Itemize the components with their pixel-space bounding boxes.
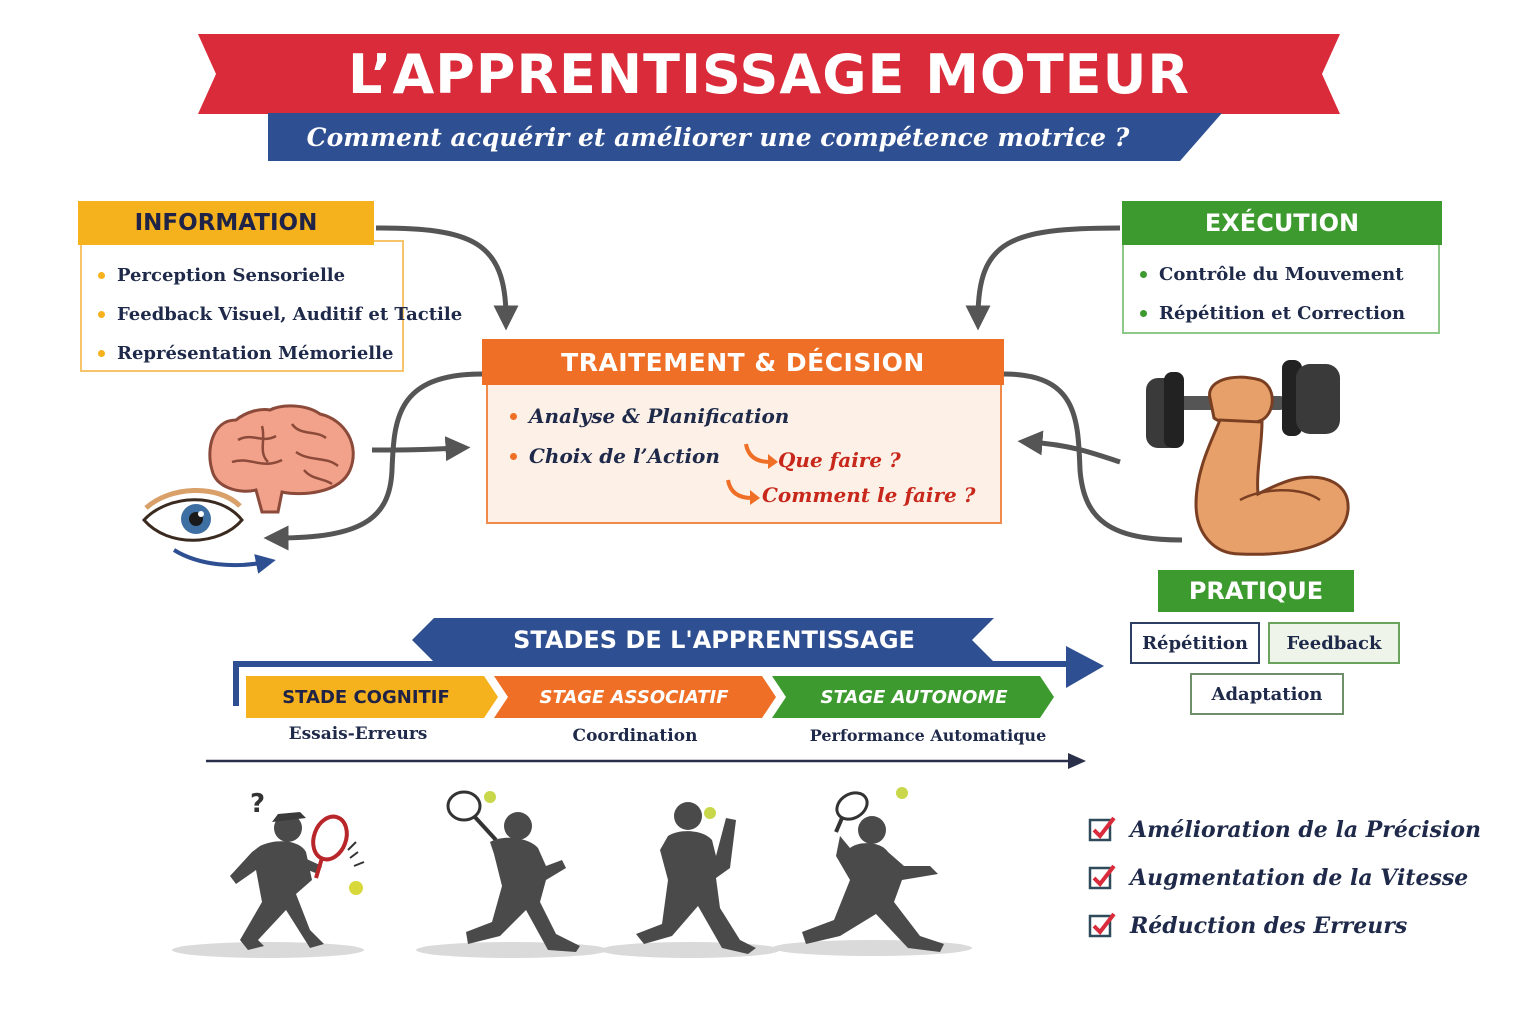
trait-to-eye-arrow xyxy=(263,371,483,551)
traitement-title: TRAITEMENT & DÉCISION xyxy=(482,339,1004,385)
checkbox-checked-icon xyxy=(1088,864,1116,890)
brain-to-trait-arrow xyxy=(371,436,471,462)
list-item: Répétition et Correction xyxy=(1140,294,1405,333)
list-item: Représentation Mémorielle xyxy=(98,334,462,373)
svg-text:?: ? xyxy=(250,789,265,819)
list-item: Augmentation de la Vitesse xyxy=(1088,854,1481,902)
list-item: Feedback Visuel, Auditif et Tactile xyxy=(98,295,462,334)
stage-autonome-sub: Performance Automatique xyxy=(809,726,1047,745)
list-item: Analyse & Planification xyxy=(510,396,789,436)
information-box xyxy=(80,240,404,372)
list-item: Contrôle du Mouvement xyxy=(1140,255,1405,294)
bullet-icon xyxy=(510,452,517,460)
bullet-icon xyxy=(1140,310,1147,317)
stage-autonome-label: STAGE AUTONOME xyxy=(820,686,1008,708)
stage-associatif-sub: Coordination xyxy=(572,726,698,746)
stage-cognitif-shape xyxy=(246,676,498,718)
bullet-icon xyxy=(98,350,105,357)
player-cognitive-illustration: ? xyxy=(230,789,365,950)
pratique-title: PRATIQUE xyxy=(1158,570,1354,612)
list-item: Perception Sensorielle xyxy=(98,256,462,295)
trait-to-muscle-arrow xyxy=(1003,371,1183,543)
checkbox-checked-icon xyxy=(1088,912,1116,938)
traitement-box xyxy=(486,380,1002,524)
bullet-icon xyxy=(98,272,105,279)
subtitle-ribbon xyxy=(268,113,1222,161)
checkbox-checked-icon xyxy=(1088,816,1116,842)
muscle-to-trait-arrow xyxy=(1017,430,1121,465)
stage-cognitif-label: STADE COGNITIF xyxy=(282,686,450,708)
muscle-illustration xyxy=(1146,360,1350,556)
info-to-trait-arrow xyxy=(375,225,519,331)
page-title: L’APPRENTISSAGE MOTEUR xyxy=(348,42,1190,106)
bullet-icon xyxy=(1140,271,1147,278)
question-arrow-icon xyxy=(726,479,760,505)
bullet-icon xyxy=(98,311,105,318)
traitement-list: Analyse & Planification Choix de l’Actio… xyxy=(510,396,789,476)
question-how: Comment le faire ? xyxy=(762,483,976,507)
exec-to-trait-arrow xyxy=(965,225,1121,331)
execution-title: EXÉCUTION xyxy=(1122,201,1442,245)
information-title: INFORMATION xyxy=(78,201,374,245)
information-list: Perception Sensorielle Feedback Visuel, … xyxy=(98,256,462,373)
stades-frame-arrow xyxy=(233,661,1070,706)
list-item: Amélioration de la Précision xyxy=(1088,806,1481,854)
tag-feedback: Feedback xyxy=(1268,622,1400,664)
question-what: Que faire ? xyxy=(778,448,901,472)
eye-illustration xyxy=(141,488,276,574)
stades-title: STADES DE L'APPRENTISSAGE xyxy=(513,626,915,654)
player-associative-illustration xyxy=(446,790,580,952)
question-arrow-icon xyxy=(744,443,778,469)
execution-list: Contrôle du Mouvement Répétition et Corr… xyxy=(1140,255,1405,333)
title-ribbon xyxy=(198,34,1340,114)
player-autonomous-illustration xyxy=(802,787,944,952)
list-item: Réduction des Erreurs xyxy=(1088,902,1481,950)
player-transition-illustration xyxy=(636,802,756,954)
stage-associatif-shape xyxy=(494,676,776,718)
stage-associatif-label: STAGE ASSOCIATIF xyxy=(539,686,729,708)
results-list: Amélioration de la Précision Augmentatio… xyxy=(1088,806,1481,950)
bullet-icon xyxy=(510,412,517,420)
stades-ribbon xyxy=(412,618,994,662)
stage-autonome-shape xyxy=(772,676,1054,718)
brain-illustration xyxy=(208,404,355,514)
tag-repetition: Répétition xyxy=(1130,622,1260,664)
list-item: Choix de l’Action xyxy=(510,436,789,476)
tag-adaptation: Adaptation xyxy=(1190,673,1344,715)
stage-cognitif-sub: Essais-Erreurs xyxy=(288,724,428,744)
page-subtitle: Comment acquérir et améliorer une compét… xyxy=(306,122,1130,152)
